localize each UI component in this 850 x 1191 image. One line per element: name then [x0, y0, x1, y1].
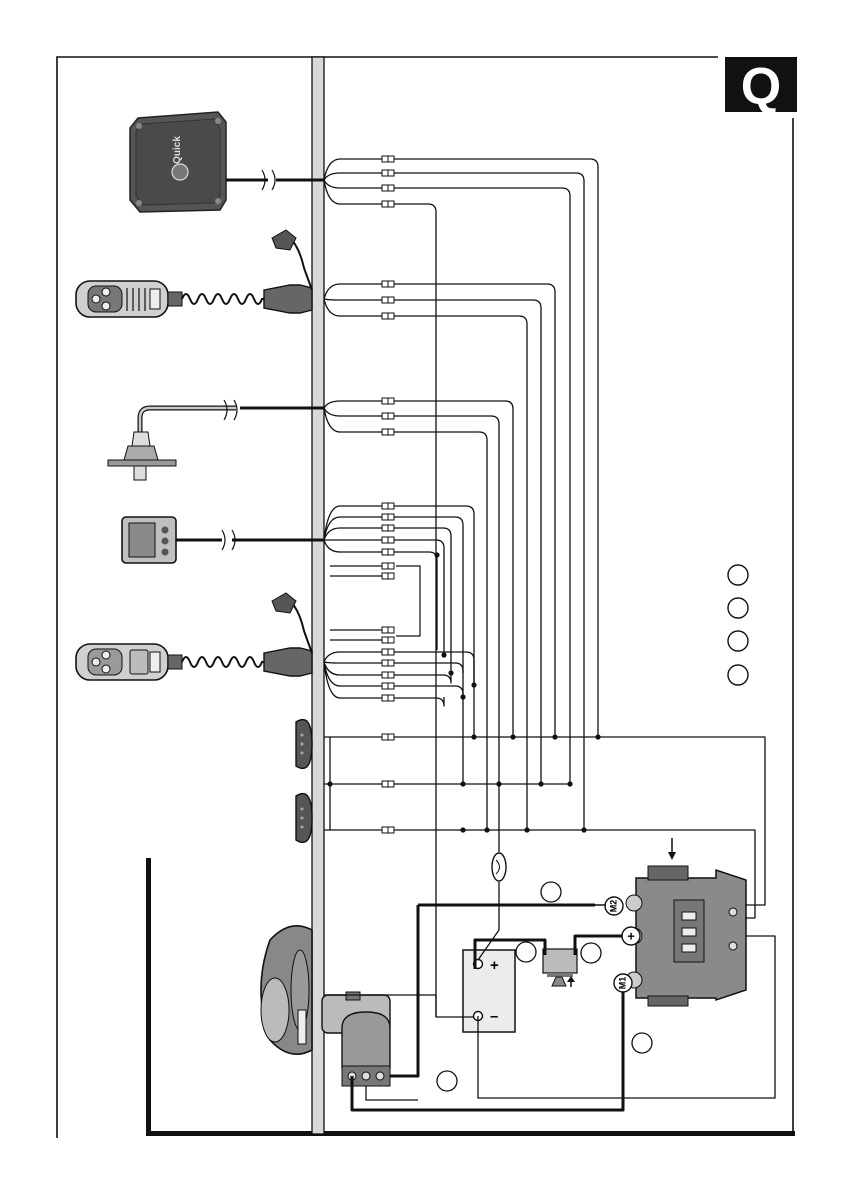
wire-junction [538, 781, 543, 786]
wire-junction [471, 682, 476, 687]
terminal-plus: + [622, 927, 640, 945]
terminal-plus-label: + [627, 928, 635, 943]
wire [324, 173, 584, 830]
wire-junction [460, 781, 465, 786]
wire-connector [382, 827, 394, 833]
wire-connector [382, 683, 394, 689]
wire-junction [595, 734, 600, 739]
wire-connector [382, 281, 394, 287]
legend-circle [728, 631, 748, 651]
wired-remote-icon [76, 644, 182, 680]
wire-connector [382, 549, 394, 555]
chain-counter-sensor-icon [108, 408, 236, 480]
wireless-remote-icon [76, 281, 182, 317]
breaker-icon [543, 949, 577, 987]
callout-circle [437, 1071, 457, 1091]
wire [324, 180, 436, 1017]
wire-junction [581, 827, 586, 832]
legend-circle [728, 665, 748, 685]
wire [324, 159, 598, 737]
wire-connector [382, 156, 394, 162]
wire-connector [382, 649, 394, 655]
left-heavy-border [146, 858, 151, 1136]
battery-minus-label: – [490, 1008, 498, 1025]
callout-circle [632, 1033, 652, 1053]
wire-connector [382, 297, 394, 303]
windlass-motor-icon [322, 992, 390, 1086]
wire-connector [382, 201, 394, 207]
callout-circle [541, 882, 561, 902]
bottom-heavy-border [147, 1131, 795, 1136]
coiled-cable-icon [182, 657, 276, 667]
wire-junction [484, 827, 489, 832]
quick-logo: Q [725, 57, 797, 116]
chain-counter-display-icon [122, 517, 176, 563]
wire-connector [382, 313, 394, 319]
solenoid-box-icon [626, 838, 746, 1006]
wire [324, 299, 541, 784]
deck-footswitch-icon [296, 720, 312, 843]
legend [728, 565, 748, 685]
device-lettering: Quick [172, 136, 183, 164]
terminal-m2-label: M2 [608, 900, 618, 913]
wire-junction [510, 734, 515, 739]
wire-connector [382, 185, 394, 191]
wire [324, 408, 499, 784]
wire-connector [382, 398, 394, 404]
wire-connector [382, 537, 394, 543]
wire [478, 882, 499, 960]
callout-circle [581, 943, 601, 963]
deck-socket-icon [264, 230, 312, 313]
wire [324, 284, 555, 737]
link-wire [396, 566, 420, 636]
wire-connector [382, 514, 394, 520]
wire-connector [382, 429, 394, 435]
legend-circle [728, 565, 748, 585]
deck-socket-icon [264, 593, 312, 676]
bulkhead [312, 57, 324, 1134]
battery-icon: + – [463, 950, 515, 1032]
terminal-m1-label: M1 [617, 977, 627, 990]
wire-connector [382, 573, 394, 579]
legend-circle [728, 598, 748, 618]
wire-junction [448, 670, 453, 675]
callout-circle [516, 942, 536, 962]
coiled-cable-icon [182, 294, 276, 304]
control-box-icon: Quick [130, 112, 226, 212]
wire [324, 180, 570, 784]
power-cable [390, 905, 418, 1076]
terminal-m2: M2 [605, 897, 623, 915]
wire-connector [382, 170, 394, 176]
wire-connector [382, 695, 394, 701]
wire-connector [382, 413, 394, 419]
wire-junction [524, 827, 529, 832]
wire-junction [327, 781, 332, 786]
connectors [382, 156, 394, 833]
wire [324, 662, 463, 697]
wire-junction [460, 694, 465, 699]
logo-letter: Q [741, 58, 781, 116]
wire [324, 299, 527, 830]
wire-connector [382, 660, 394, 666]
wire [366, 1086, 418, 1100]
terminal-m1: M1 [614, 974, 632, 992]
wire-junction [434, 552, 439, 557]
wire-connector [382, 503, 394, 509]
wire-junction [471, 734, 476, 739]
wire-junction [552, 734, 557, 739]
wire-connector [382, 672, 394, 678]
windlass-icon [261, 926, 312, 1054]
wire-connector [382, 563, 394, 569]
wire-connector [382, 781, 394, 787]
wire-connector [382, 734, 394, 740]
battery-plus-label: + [490, 957, 499, 974]
wire-connector [382, 627, 394, 633]
wire-junction [567, 781, 572, 786]
wire-connector [382, 525, 394, 531]
wire-junction [441, 652, 446, 657]
fuse-icon [492, 853, 506, 881]
wire-connector [382, 637, 394, 643]
wire-junction [460, 827, 465, 832]
